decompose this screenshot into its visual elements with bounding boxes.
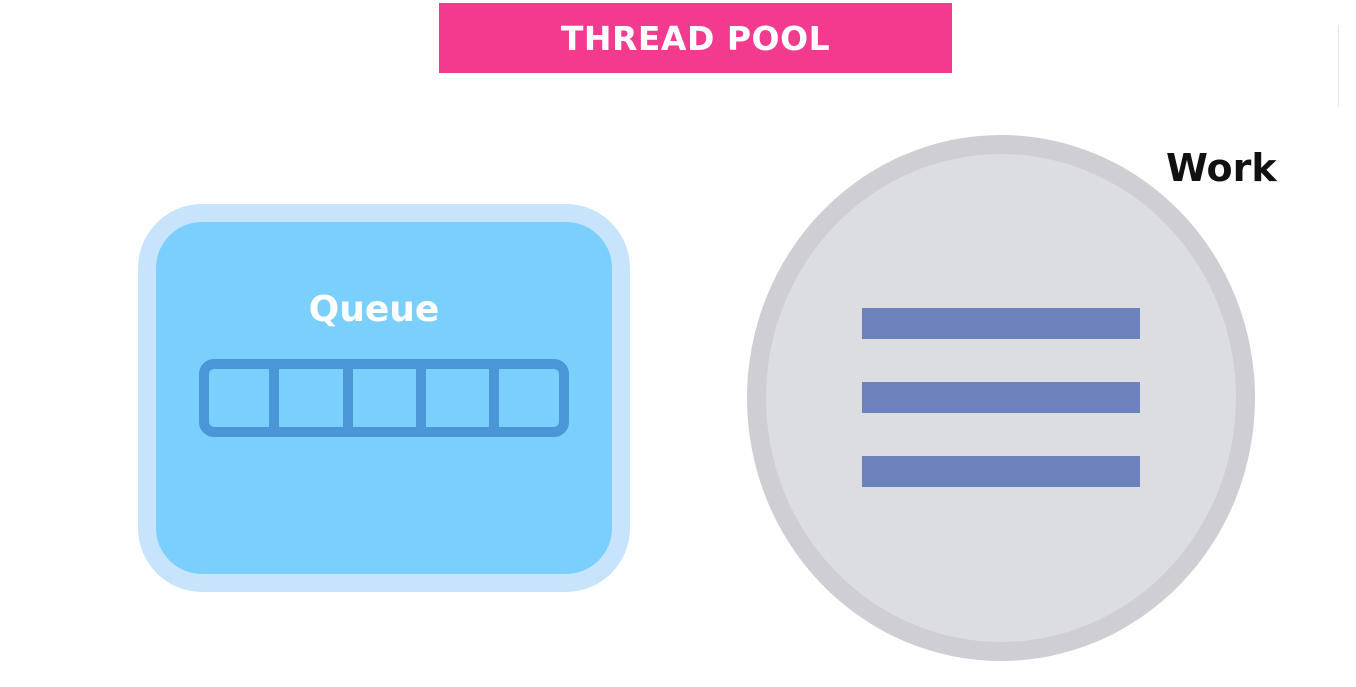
work-line xyxy=(862,456,1140,487)
edge-divider xyxy=(1338,25,1339,107)
work-line xyxy=(862,382,1140,413)
menu-lines-icon xyxy=(862,308,1140,487)
work-label: Work xyxy=(1166,146,1277,190)
queue-container xyxy=(156,222,612,574)
queue-frame xyxy=(199,359,569,437)
queue-label: Queue xyxy=(308,289,440,330)
diagram-title: THREAD POOL xyxy=(560,18,831,58)
title-banner: THREAD POOL xyxy=(439,3,952,73)
queue-slots xyxy=(199,359,569,437)
queue-slots-graphic xyxy=(199,359,569,437)
work-line xyxy=(862,308,1140,339)
work-circle-graphic xyxy=(747,135,1255,661)
work-node xyxy=(747,135,1255,665)
